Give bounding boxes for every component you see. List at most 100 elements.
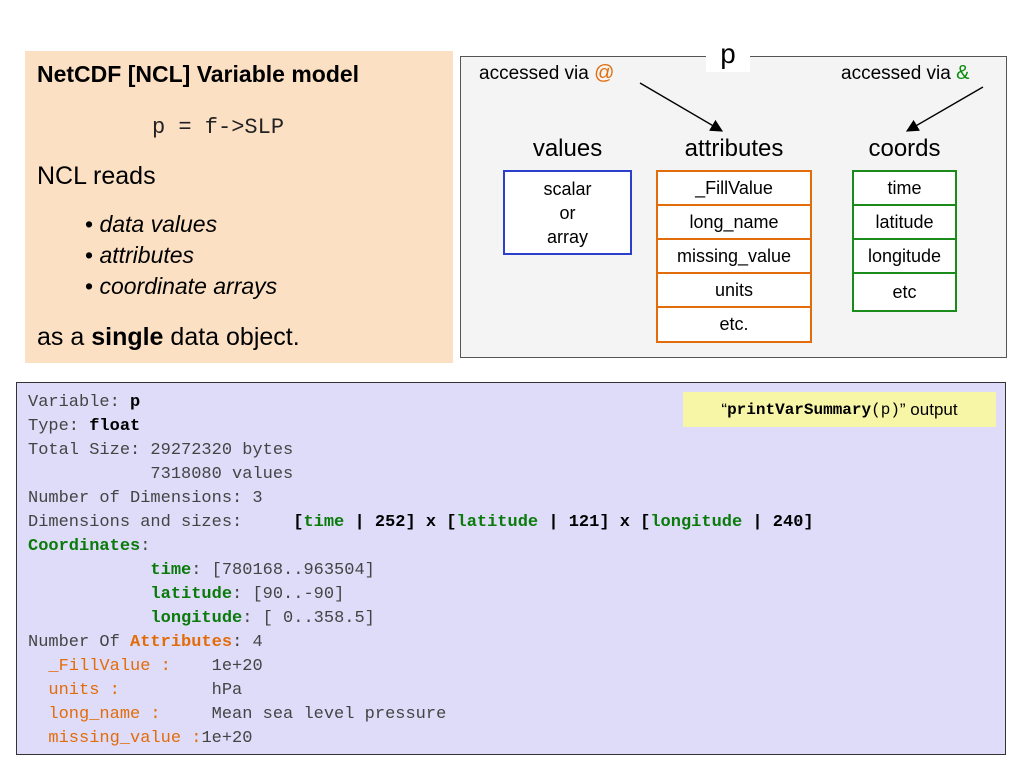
badge-function-arg: (p) (871, 400, 900, 419)
coord-name: time (150, 561, 192, 580)
values-line-array: array (546, 226, 588, 247)
dim-size: 240 (772, 513, 804, 532)
attributes-header: attributes (684, 135, 784, 162)
coord-range: [90..-90] (252, 585, 345, 604)
values-line-scalar: scalar (543, 178, 592, 199)
type-value: float (89, 417, 141, 436)
coordinates-label: Coordinates (28, 537, 141, 556)
line-attr-units: units : hPa (28, 679, 814, 703)
print-var-summary-badge: “printVarSummary(p)” output (683, 392, 996, 427)
coord-cell: longitude (852, 238, 957, 274)
coord-colon: : (242, 609, 263, 628)
attr-name: _FillValue : (28, 657, 212, 676)
line-num-dims: Number of Dimensions: 3 (28, 489, 263, 508)
coord-colon: : (232, 585, 253, 604)
dim-size: 252 (374, 513, 406, 532)
coord-cell: etc (852, 272, 957, 312)
dims-x-0: ] x [ (405, 513, 457, 532)
values-header: values (532, 135, 603, 162)
dim-size: 121 (568, 513, 600, 532)
variable-model-panel: NetCDF [NCL] Variable model p = f->SLP N… (25, 51, 453, 363)
num-attr-value: : 4 (232, 633, 263, 652)
coord-cell: latitude (852, 204, 957, 240)
coord-colon: : (191, 561, 212, 580)
amp-symbol: & (956, 62, 970, 84)
line-type: Type: float (28, 415, 814, 439)
attr-value: 1e+20 (201, 729, 253, 748)
coord-indent (28, 609, 150, 628)
dims-sep-1: | (538, 513, 569, 532)
values-box: scalar or array (503, 170, 632, 255)
at-symbol: @ (594, 62, 615, 84)
num-attr-label: Number Of (28, 633, 131, 652)
line-coord-longitude: longitude: [ 0..358.5] (28, 607, 814, 631)
dim-name: latitude (456, 513, 539, 532)
type-label: Type: (28, 417, 90, 436)
variable-value: p (130, 393, 141, 412)
bullet-coordinate-arrays: coordinate arrays (85, 271, 277, 302)
attribute-cell: missing_value (656, 238, 812, 274)
model-title: NetCDF [NCL] Variable model (37, 61, 360, 87)
coord-range: [780168..963504] (211, 561, 375, 580)
badge-function-name: printVarSummary (727, 400, 872, 419)
line-variable: Variable: p (28, 391, 814, 415)
coord-cell: time (852, 170, 957, 206)
dims-x-1: ] x [ (599, 513, 651, 532)
line-coordinates: Coordinates: (28, 535, 814, 559)
line-attr-long-name: long_name : Mean sea level pressure (28, 703, 814, 727)
reads-bullet-list: data values attributes coordinate arrays (85, 209, 277, 302)
coordinates-colon: : (140, 537, 151, 556)
dim-name: longitude (650, 513, 743, 532)
coord-range: [ 0..358.5] (262, 609, 375, 628)
attr-name: units : (28, 681, 212, 700)
accessed-via-amp: accessed via & (841, 62, 969, 85)
badge-close-text: ” output (899, 399, 958, 419)
variable-name-label: p (706, 42, 750, 72)
attr-name: missing_value : (28, 729, 202, 748)
line-attr-missing-value: missing_value :1e+20 (28, 727, 814, 751)
single-object-text: as a single data object. (37, 323, 300, 352)
single-post: data object. (170, 323, 300, 351)
coord-name: longitude (150, 609, 243, 628)
bullet-attributes: attributes (85, 240, 277, 271)
variable-label: Variable: (28, 393, 131, 412)
line-values-count: 7318080 values (28, 465, 294, 484)
line-num-attributes: Number Of Attributes: 4 (28, 631, 814, 655)
dims-sep-0: | (344, 513, 375, 532)
line-coord-latitude: latitude: [90..-90] (28, 583, 814, 607)
line-dims: Dimensions and sizes: [time | 252] x [la… (28, 511, 814, 535)
attribute-cell: long_name (656, 204, 812, 240)
dims-close: ] (803, 513, 814, 532)
attribute-cell: _FillValue (656, 170, 812, 206)
attribute-cell: etc. (656, 306, 812, 343)
attributes-word: Attributes (130, 633, 233, 652)
coord-name: latitude (150, 585, 233, 604)
coord-indent (28, 585, 150, 604)
dims-sep-2: | (742, 513, 773, 532)
dim-name: time (303, 513, 345, 532)
values-line-or: or (559, 202, 576, 223)
line-total-size: Total Size: 29272320 bytes (28, 441, 294, 460)
ncl-reads-text: NCL reads (37, 162, 156, 190)
attr-value: Mean sea level pressure (211, 705, 447, 724)
bullet-data-values: data values (85, 209, 277, 240)
accessed-amp-text: accessed via (841, 63, 951, 84)
dims-label: Dimensions and sizes: (28, 513, 294, 532)
model-code-line: p = f->SLP (152, 115, 285, 140)
attr-name: long_name : (28, 705, 212, 724)
attribute-cell: units (656, 272, 812, 308)
coord-indent (28, 561, 150, 580)
line-coord-time: time: [780168..963504] (28, 559, 814, 583)
line-attr-fillvalue: _FillValue : 1e+20 (28, 655, 814, 679)
single-bold: single (91, 323, 164, 351)
badge-open-quote: “ (721, 399, 728, 419)
coords-header: coords (868, 135, 941, 162)
dims-open-0: [ (293, 513, 304, 532)
attr-value: 1e+20 (211, 657, 263, 676)
single-pre: as a (37, 323, 85, 351)
accessed-at-text: accessed via (479, 63, 589, 84)
attr-value: hPa (211, 681, 243, 700)
accessed-via-at: accessed via @ (479, 62, 614, 85)
